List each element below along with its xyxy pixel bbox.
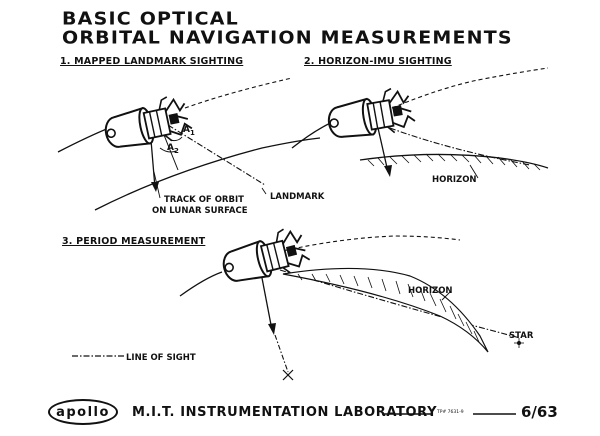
horizon-label-section2: HORIZON [432,175,477,185]
section-heading-mapped-landmark: 1. MAPPED LANDMARK SIGHTING [60,56,244,67]
lab-name: M.I.T. INSTRUMENTATION LABORATORY [132,405,438,420]
section3-graphics [179,223,524,381]
star-label: STAR [509,331,534,341]
page-title-line2: ORBITAL NAVIGATION MEASUREMENTS [62,27,513,49]
line-of-sight-legend-label: LINE OF SIGHT [126,353,196,363]
lunar-surface-label: ON LUNAR SURFACE [152,206,248,216]
horizon-label-section3: HORIZON [408,286,453,296]
track-of-orbit-label: TRACK OF ORBIT [164,195,244,205]
section-heading-horizon-imu: 2. HORIZON-IMU SIGHTING [304,56,452,67]
angle-a2-label: A2 [167,143,179,155]
landmark-label: LANDMARK [270,192,325,202]
apollo-logo: apollo [48,399,118,425]
angle-a1-label: A1 [183,125,195,137]
section1-graphics [57,77,321,211]
page-title-line1: BASIC OPTICAL [62,8,239,30]
figure-number: TP# 7631-9 [437,410,464,415]
section-heading-period: 3. PERIOD MEASUREMENT [62,236,206,247]
page-number: 6/63 [521,403,558,421]
section2-graphics [291,67,549,179]
